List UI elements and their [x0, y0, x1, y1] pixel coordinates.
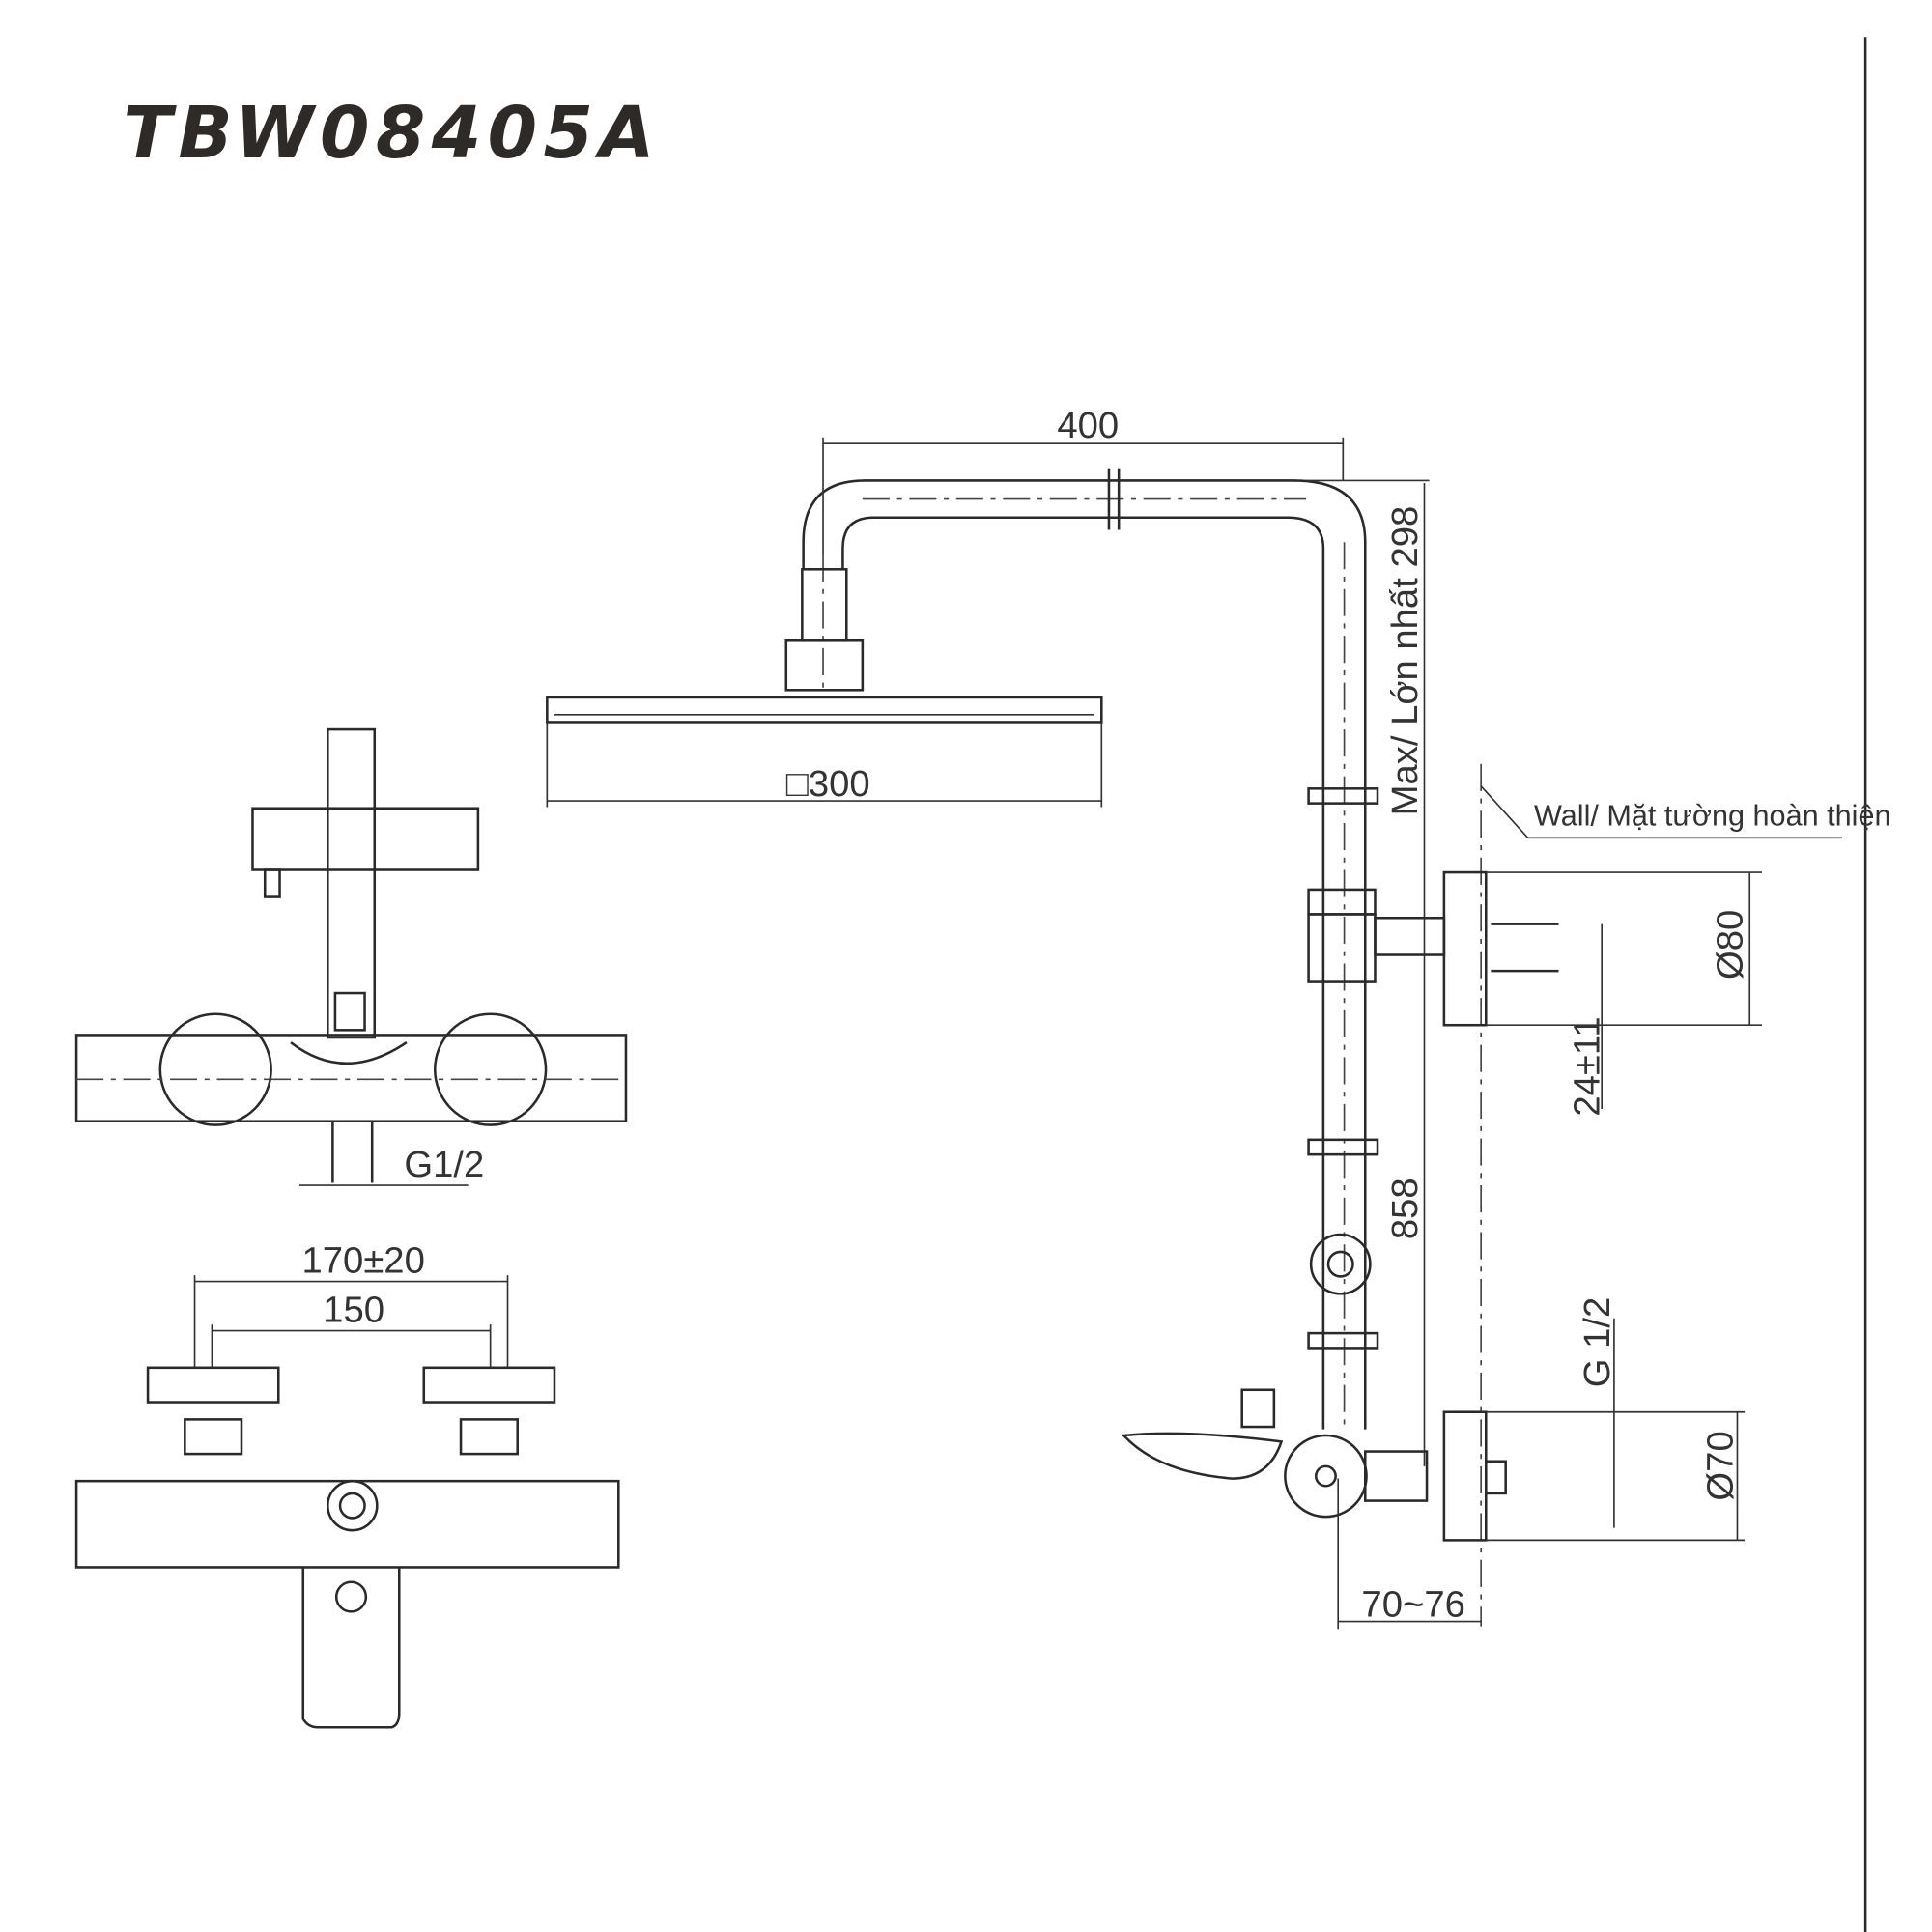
- dim-858: 858: [1384, 1178, 1426, 1239]
- dim-80: Ø80: [1710, 910, 1751, 980]
- dim-150: 150: [323, 1290, 384, 1331]
- dim-170-20: 170±20: [302, 1240, 425, 1282]
- dim-max-298: Max/ Lớn nhất 298: [1384, 506, 1426, 816]
- slide-bar-fittings: [1307, 787, 1446, 1350]
- shower-arm: [784, 468, 1367, 1430]
- dim-400: 400: [1057, 405, 1119, 446]
- upper-wall-flange: [1442, 870, 1762, 1109]
- dim-70: Ø70: [1699, 1431, 1741, 1500]
- dim-g12-right: G 1/2: [1577, 1297, 1618, 1388]
- mixer-side-view: [1121, 1318, 1746, 1542]
- shower-head: [546, 696, 1103, 724]
- model-title: TBW08405A: [124, 92, 661, 175]
- dim-g12-left: G1/2: [404, 1144, 484, 1185]
- dim-70-76: 70~76: [1361, 1583, 1464, 1625]
- dim-24-11: 24±11: [1567, 1016, 1608, 1116]
- mixer-front-view-top: [74, 727, 628, 1186]
- mixer-front-view-bottom: [74, 1275, 620, 1729]
- dim-300: □300: [786, 763, 870, 805]
- wall-label: Wall/ Mặt tường hoàn thiện: [1534, 800, 1891, 833]
